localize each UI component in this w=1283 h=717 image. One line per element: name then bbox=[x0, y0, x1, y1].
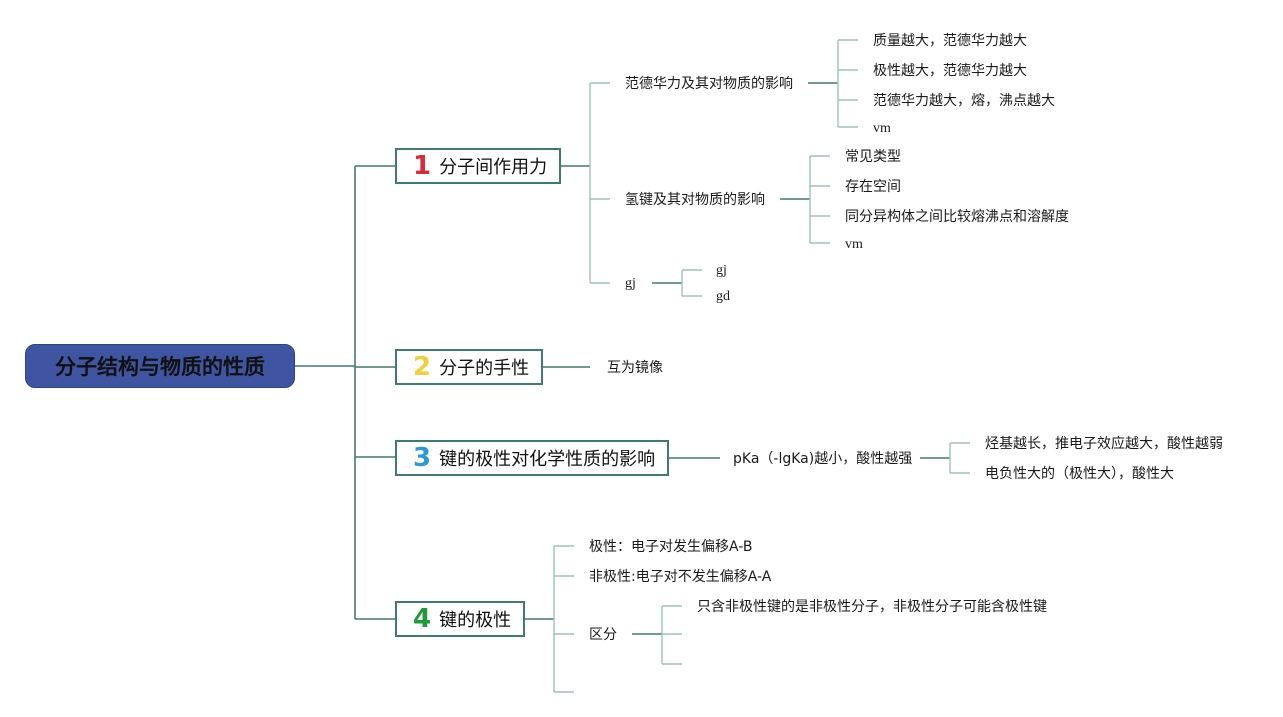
leaf-polarity[interactable]: 极性越大，范德华力越大 bbox=[873, 63, 1027, 79]
topic-gj[interactable]: gj bbox=[625, 276, 636, 291]
leaf-gd[interactable]: gd bbox=[716, 289, 730, 304]
leaf-existence-space[interactable]: 存在空间 bbox=[845, 179, 901, 195]
branch-number-2: 2 bbox=[413, 352, 432, 382]
branch-label: 键的极性 bbox=[439, 610, 512, 631]
leaf-isomers[interactable]: 同分异构体之间比较熔沸点和溶解度 bbox=[845, 209, 1069, 225]
branch-label: 分子间作用力 bbox=[439, 157, 548, 178]
branch-bond-polarity[interactable]: 4 键的极性 bbox=[395, 601, 525, 637]
topic-polar[interactable]: 极性：电子对发生偏移A-B bbox=[589, 539, 753, 555]
leaf-electronegativity[interactable]: 电负性大的（极性大），酸性大 bbox=[985, 466, 1174, 482]
topic-distinguish[interactable]: 区分 bbox=[589, 627, 617, 643]
leaf-alkyl-chain[interactable]: 烃基越长，推电子效应越大，酸性越弱 bbox=[985, 436, 1223, 452]
branch-chirality[interactable]: 2 分子的手性 bbox=[395, 349, 543, 385]
topic-pka[interactable]: pKa（-lgKa)越小，酸性越强 bbox=[733, 451, 913, 467]
branch-label: 分子的手性 bbox=[439, 358, 530, 379]
branch-number-1: 1 bbox=[413, 151, 432, 181]
leaf-boiling-point[interactable]: 范德华力越大，熔，沸点越大 bbox=[873, 93, 1055, 109]
topic-nonpolar[interactable]: 非极性:电子对不发生偏移A-A bbox=[589, 569, 772, 585]
leaf-gj[interactable]: gj bbox=[716, 263, 727, 278]
leaf-common-types[interactable]: 常见类型 bbox=[845, 149, 901, 165]
topic-van-der-waals[interactable]: 范德华力及其对物质的影响 bbox=[625, 76, 793, 92]
topic-hydrogen-bond[interactable]: 氢键及其对物质的影响 bbox=[625, 192, 765, 208]
root-node[interactable]: 分子结构与物质的性质 bbox=[25, 344, 295, 388]
branch-number-3: 3 bbox=[413, 443, 432, 473]
leaf-mass[interactable]: 质量越大，范德华力越大 bbox=[873, 33, 1027, 49]
leaf-mirror-image[interactable]: 互为镜像 bbox=[607, 360, 663, 376]
leaf-vm[interactable]: vm bbox=[845, 237, 863, 252]
branch-bond-polarity-effect[interactable]: 3 键的极性对化学性质的影响 bbox=[395, 440, 669, 476]
leaf-nonpolar-molecule[interactable]: 只含非极性键的是非极性分子，非极性分子可能含极性键 bbox=[697, 599, 1047, 615]
leaf-vm[interactable]: vm bbox=[873, 121, 891, 136]
branch-intermolecular-forces[interactable]: 1 分子间作用力 bbox=[395, 148, 561, 184]
branch-label: 键的极性对化学性质的影响 bbox=[439, 449, 656, 470]
branch-number-4: 4 bbox=[413, 604, 432, 634]
root-label: 分子结构与物质的性质 bbox=[55, 355, 265, 379]
